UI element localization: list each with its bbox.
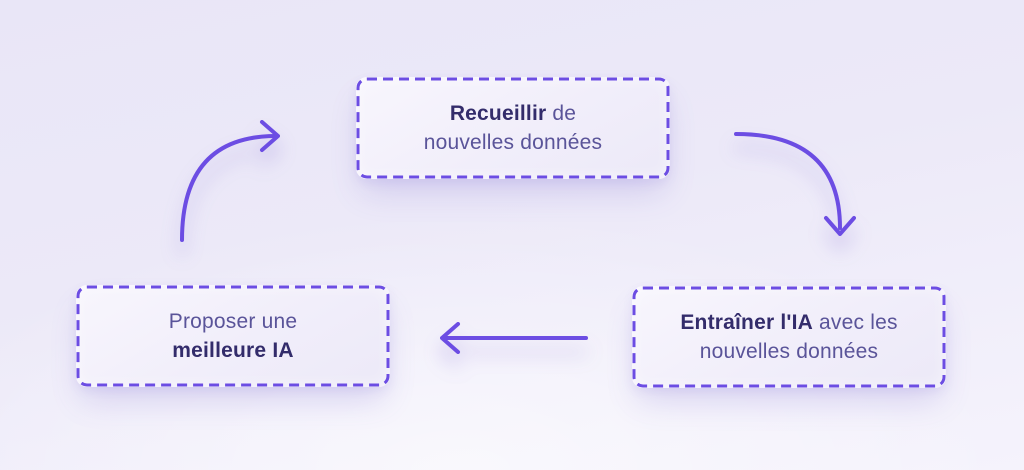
- box-regular-text: de: [546, 102, 577, 125]
- flow-box-collect-data: Recueillir de nouvelles données: [356, 77, 670, 179]
- box-line1: Recueillir de: [424, 99, 603, 128]
- box-label: Entraîner l'IA avec les nouvelles donnée…: [680, 308, 897, 366]
- box-emphasis-text: Entraîner l'IA: [680, 311, 813, 334]
- box-line2: nouvelles données: [699, 340, 879, 363]
- curved-arrow-down-right-icon: [734, 132, 856, 236]
- box-label: Recueillir de nouvelles données: [424, 99, 603, 157]
- curved-arrow-up-right-icon: [180, 120, 280, 242]
- box-emphasis-text: Recueillir: [449, 102, 547, 125]
- flow-box-train-ai: Entraîner l'IA avec les nouvelles donnée…: [632, 286, 946, 388]
- box-regular-text: avec les: [812, 311, 898, 334]
- box-label: Proposer une meilleure IA: [169, 307, 297, 365]
- straight-arrow-left-icon: [440, 322, 588, 354]
- box-line1: Entraîner l'IA avec les: [680, 308, 897, 337]
- box-line1: Proposer une: [168, 310, 298, 333]
- box-line2: nouvelles données: [423, 131, 603, 154]
- box-line2-emphasis: meilleure IA: [172, 339, 294, 362]
- flow-box-propose-ai: Proposer une meilleure IA: [76, 285, 390, 387]
